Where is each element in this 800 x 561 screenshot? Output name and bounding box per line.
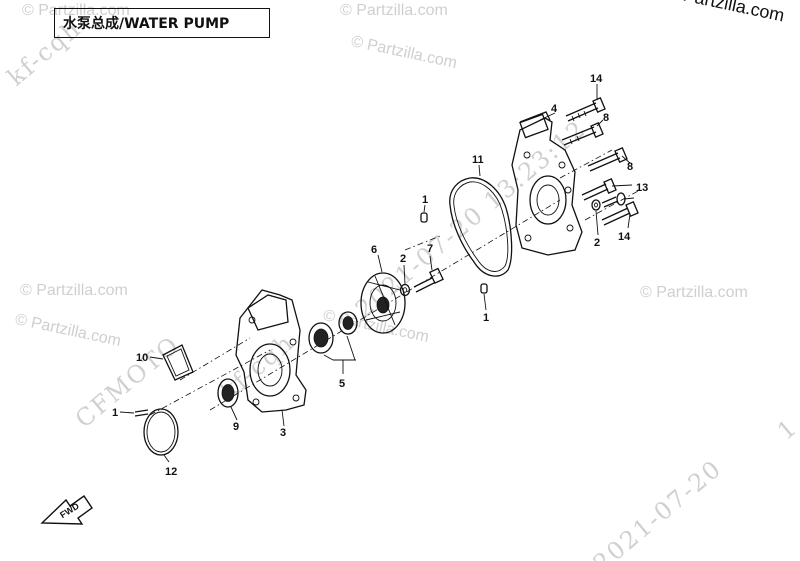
washer-2-right (591, 199, 601, 211)
callout-9: 9 (233, 421, 239, 433)
callout-2-center: 2 (400, 253, 406, 265)
dowel-pin-1-lower (480, 283, 488, 294)
callout-12: 12 (165, 466, 177, 478)
watermark-site-left: © Partzilla.com (20, 282, 128, 299)
dowel-pin-1-upper (420, 212, 428, 223)
callout-7: 7 (427, 243, 433, 255)
oil-seal-9 (217, 378, 239, 408)
leader-lines (119, 84, 635, 463)
bolt-8-low (581, 178, 617, 201)
bolt-14-bottom (601, 201, 639, 226)
o-ring-12 (143, 408, 179, 456)
callout-11: 11 (472, 154, 484, 166)
impeller-6 (360, 272, 406, 334)
callout-3: 3 (280, 427, 286, 439)
pump-housing-3 (235, 289, 307, 413)
callout-1-lower: 1 (483, 312, 489, 324)
callout-8-right: 8 (627, 161, 633, 173)
callout-14-top: 14 (590, 73, 603, 85)
callout-4: 4 (551, 103, 558, 115)
pump-cover-4 (511, 111, 583, 256)
gasket-11 (449, 177, 513, 277)
mechanical-seal-5 (308, 311, 358, 354)
callout-1-left: 1 (112, 407, 118, 419)
callout-13: 13 (636, 182, 648, 194)
callout-labels: 14 8 4 8 13 14 2 11 1 7 2 6 1 10 5 1 9 3… (112, 73, 648, 478)
seal-10 (162, 344, 194, 381)
diagram-title: 水泵总成/WATER PUMP (54, 8, 270, 38)
assembly-axes (149, 149, 641, 416)
fwd-arrow: FWD (40, 495, 93, 525)
watermark-site-top-left: © Partzilla.com (22, 2, 130, 19)
callout-2-right: 2 (594, 237, 600, 249)
callout-5: 5 (339, 378, 345, 390)
watermark-site-top-center: © Partzilla.com (340, 2, 448, 19)
impeller-bolt-7 (413, 267, 444, 293)
callout-1-upper: 1 (422, 194, 428, 206)
bolt-8-top (561, 122, 604, 146)
callout-14-bottom: 14 (618, 231, 631, 243)
callout-10: 10 (136, 352, 148, 364)
callout-6: 6 (371, 244, 377, 256)
bolt-8-mid (587, 147, 628, 172)
bolt-13 (601, 192, 626, 208)
bolt-14-top (565, 97, 606, 122)
watermark-site-right: © Partzilla.com (640, 284, 748, 301)
dowel-pin-1-left (134, 409, 149, 417)
callout-8-top: 8 (603, 112, 609, 124)
